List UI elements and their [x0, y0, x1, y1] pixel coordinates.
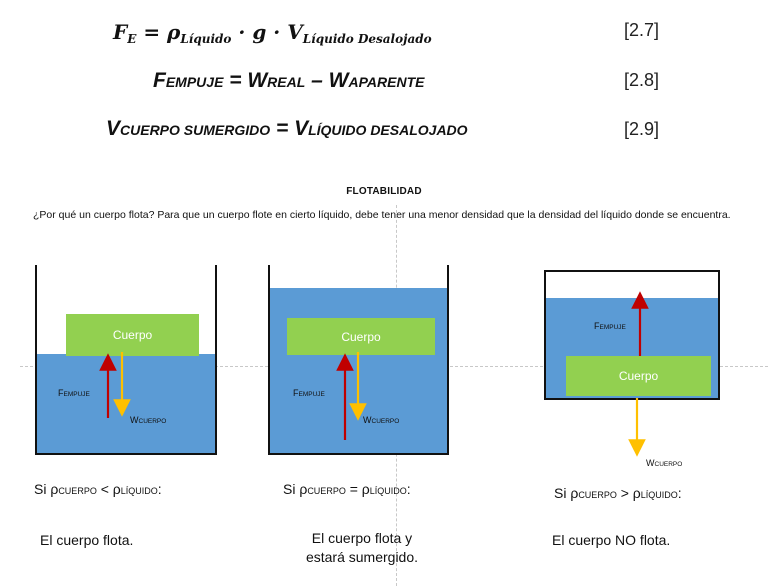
result-2: El cuerpo flota y estará sumergido. [262, 529, 462, 567]
force-down-label-3: WCUERPO [646, 458, 683, 468]
equation-number: [2.9] [624, 119, 660, 139]
condition-1: Si ρCUERPO < ρLÍQUIDO: [34, 481, 162, 497]
force-up-label-2: FEMPUJE [293, 388, 325, 398]
body-block-2: Cuerpo [287, 318, 435, 355]
condition-3: Si ρCUERPO > ρLÍQUIDO: [554, 485, 682, 501]
result-3: El cuerpo NO flota. [552, 532, 671, 548]
equation-2-9: VCUERPO SUMERGIDO = VLÍQUIDO DESALOJADO [106, 117, 468, 140]
section-question: ¿Por qué un cuerpo flota? Para que un cu… [33, 209, 731, 221]
force-down-label-1: WCUERPO [130, 415, 167, 425]
tank-3: Cuerpo [544, 270, 720, 400]
condition-2: Si ρCUERPO = ρLÍQUIDO: [283, 481, 411, 497]
force-up-label-3: FEMPUJE [594, 321, 626, 331]
force-up-label-1: FEMPUJE [58, 388, 90, 398]
body-block-1: Cuerpo [66, 314, 199, 356]
result-1: El cuerpo flota. [40, 532, 134, 548]
equation-number: [2.7] [624, 20, 660, 40]
equation-2-7: FE = ρLíquido · g · VLíquido Desalojado [113, 20, 432, 46]
body-block-3: Cuerpo [566, 356, 711, 396]
result-2-line-1: El cuerpo flota y [311, 530, 413, 546]
equation-2-8: FEMPUJE = WREAL – WAPARENTE [153, 69, 425, 92]
equation-number: [2.8] [624, 70, 660, 90]
section-heading: FLOTABILIDAD [346, 186, 422, 197]
force-down-label-2: WCUERPO [363, 415, 400, 425]
result-2-line-2: estará sumergido. [305, 549, 419, 565]
